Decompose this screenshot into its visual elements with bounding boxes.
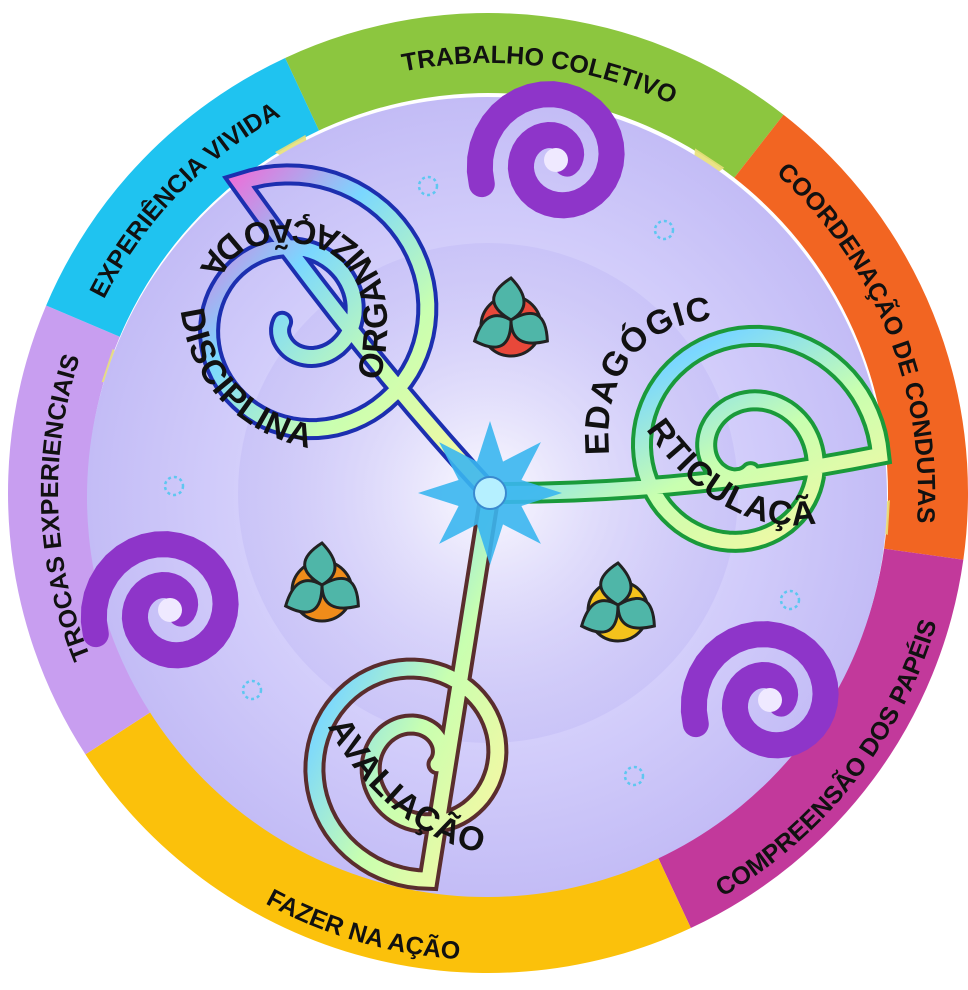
triquetra-icon — [511, 313, 547, 343]
swirl-center — [158, 598, 182, 622]
triquetra-icon — [322, 578, 358, 608]
swirl-center — [758, 688, 782, 712]
swirl-center — [544, 148, 568, 172]
triquetra-icon — [618, 598, 654, 628]
hub-circle — [474, 477, 506, 509]
